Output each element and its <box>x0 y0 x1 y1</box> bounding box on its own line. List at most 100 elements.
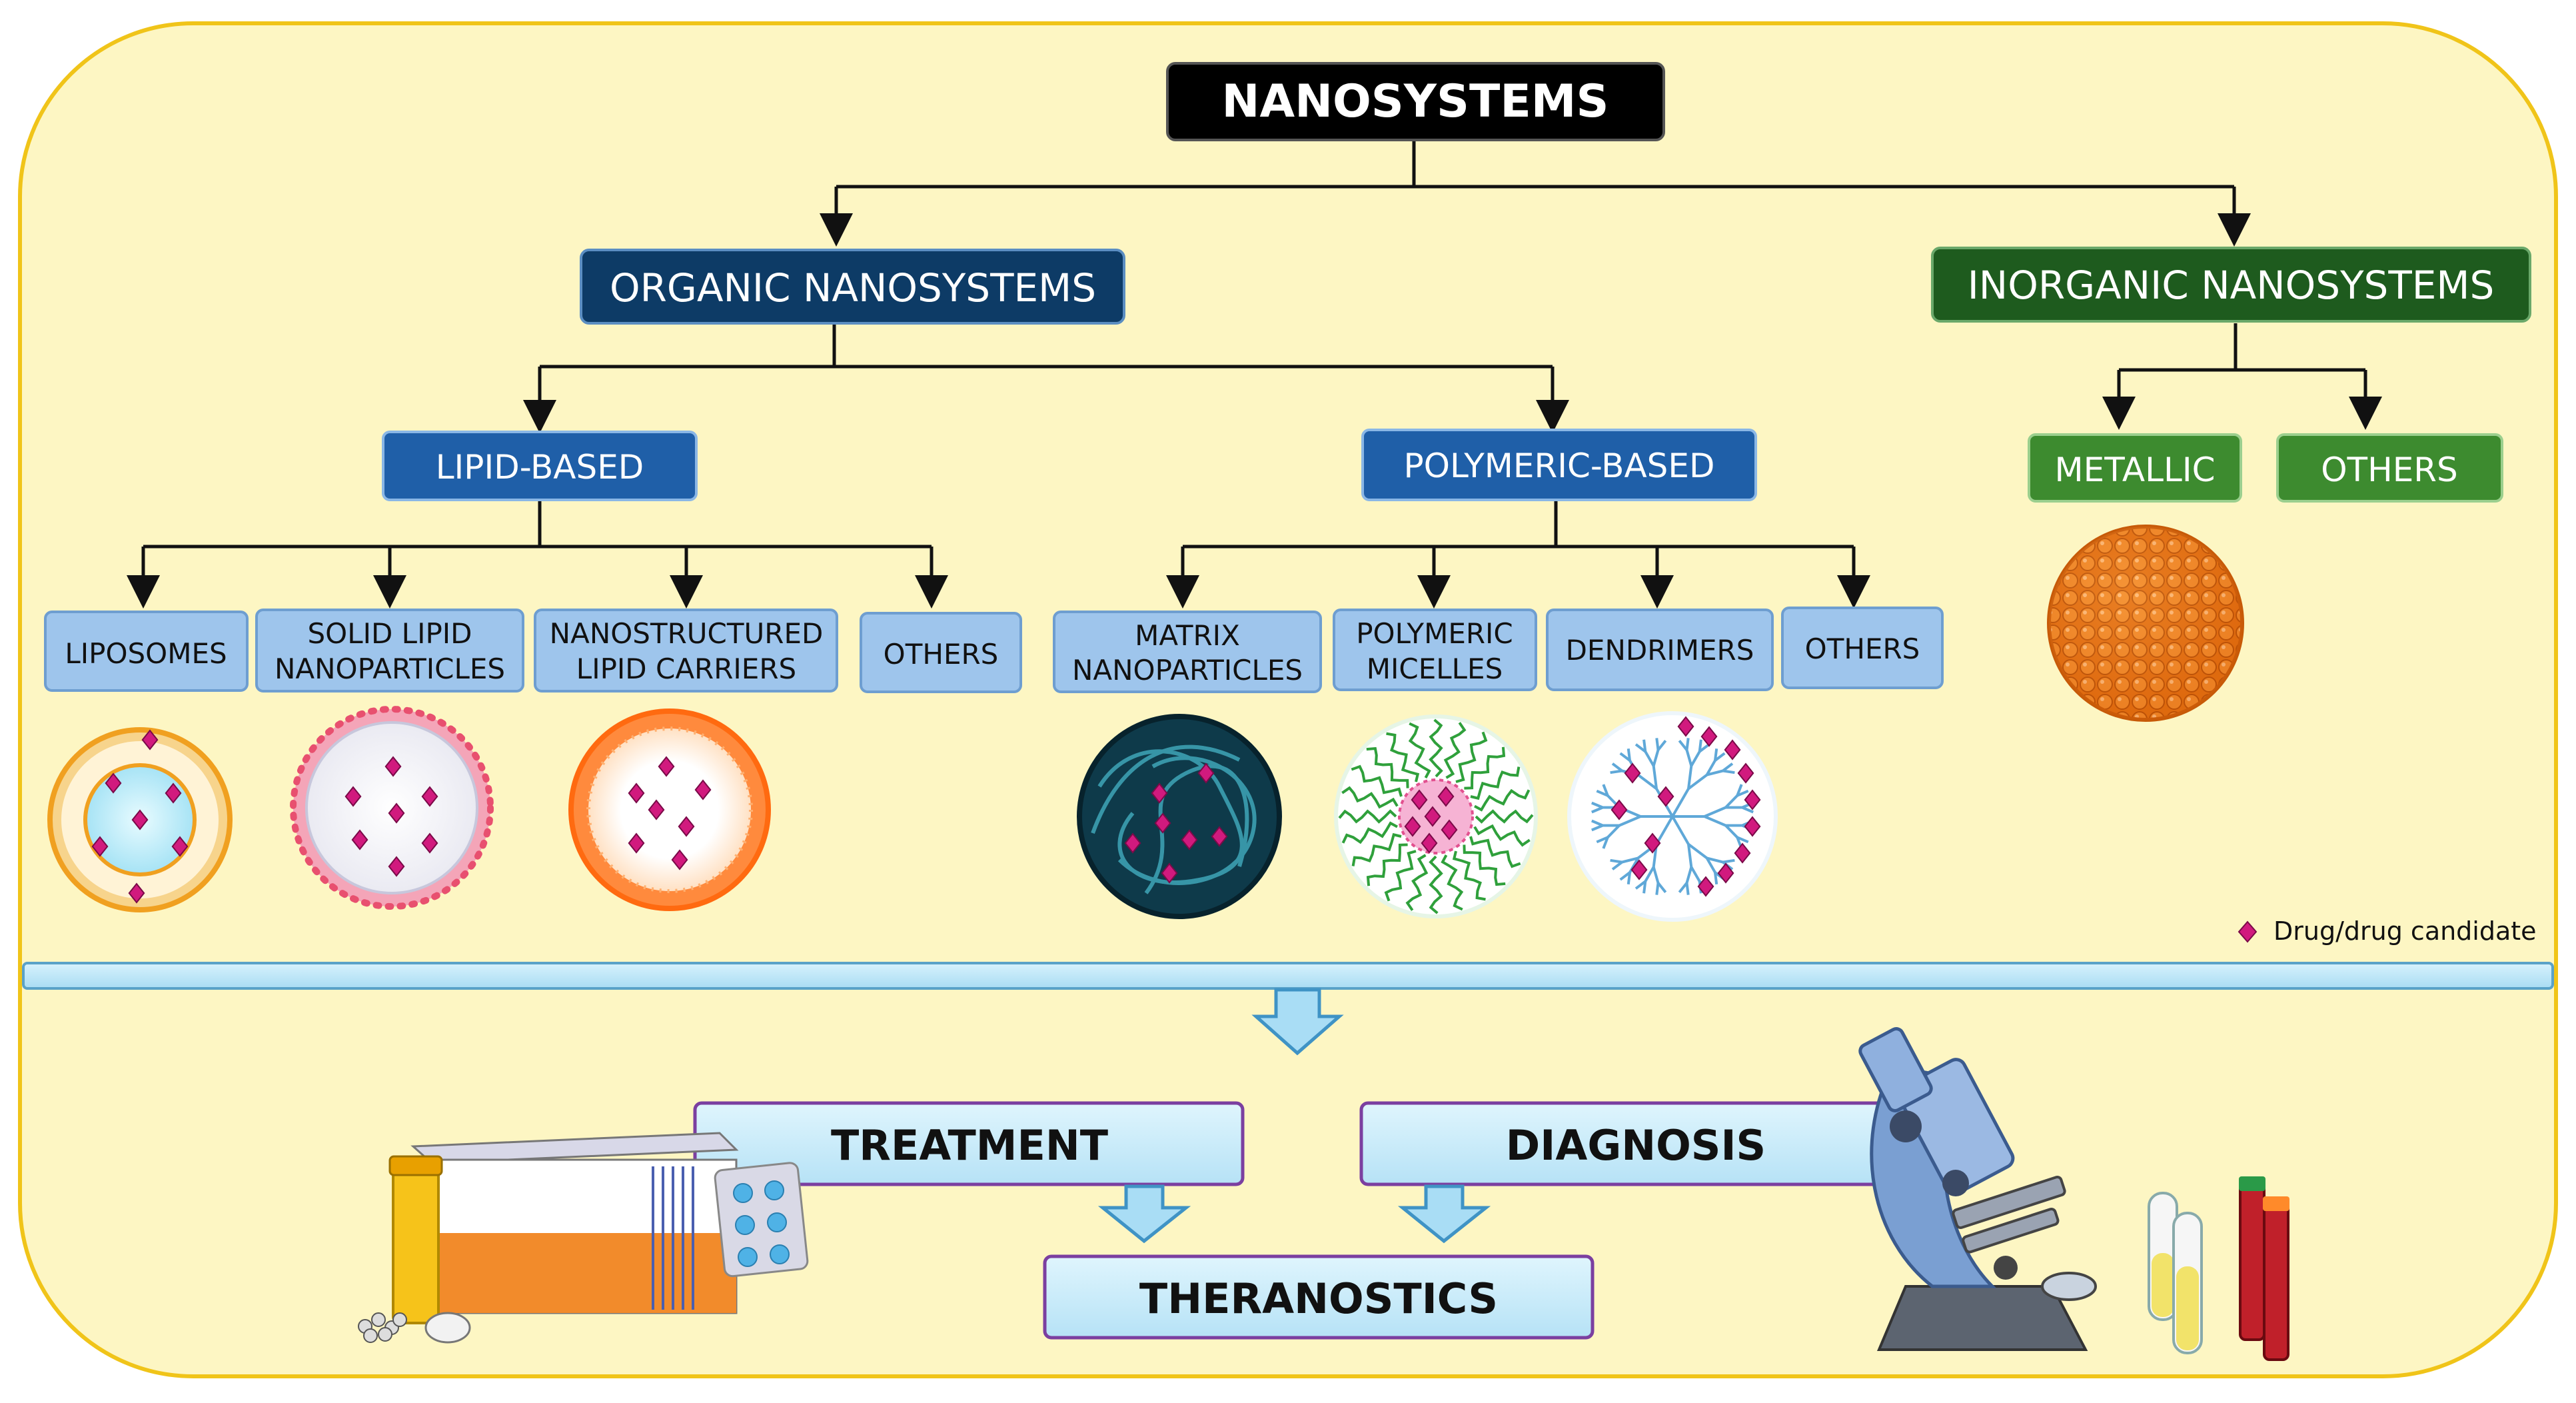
matrix-nanoparticle-illustration <box>1077 714 1282 919</box>
drug-diamond-icon <box>1744 789 1761 810</box>
metallic-node: METALLIC <box>2028 433 2242 503</box>
drug-diamond-icon <box>1737 762 1754 784</box>
treatment-node: TREATMENT <box>693 1101 1245 1186</box>
dendrimers-label: DENDRIMERS <box>1566 634 1754 667</box>
drug-diamond-icon <box>131 809 149 830</box>
legend: Drug/drug candidate <box>2238 916 2537 946</box>
test-tubes-illustration <box>2148 1176 2289 1361</box>
treatment-label: TREATMENT <box>831 1121 1108 1170</box>
polymeric-based-node: POLYMERIC-BASED <box>1361 429 1757 501</box>
lipid-others-node: OTHERS <box>860 612 1022 693</box>
drug-diamond-icon <box>1734 842 1751 864</box>
drug-diamond-icon <box>128 882 145 904</box>
polymeric-micelle-illustration <box>1334 714 1538 918</box>
drug-diamond-icon <box>1700 726 1718 747</box>
drug-diamond-icon <box>384 756 402 777</box>
drug-diamond-icon <box>1441 819 1458 840</box>
drug-diamond-icon <box>1151 782 1168 804</box>
down-arrow-treatment <box>1097 1184 1191 1244</box>
drug-diamond-icon <box>1657 786 1674 807</box>
drug-diamond-icon <box>1677 716 1694 737</box>
down-arrow-main <box>1251 988 1344 1056</box>
drug-diamond-icon <box>421 832 438 854</box>
solid-lipid-nanoparticles-node: SOLID LIPID NANOPARTICLES <box>255 609 524 693</box>
theranostics-label: THERANOSTICS <box>1139 1274 1498 1323</box>
dendrimers-node: DENDRIMERS <box>1546 609 1774 691</box>
drug-diamond-icon <box>1644 832 1661 854</box>
drug-diamond-icon <box>1697 876 1714 897</box>
nanosystems-title: NANOSYSTEMS <box>1222 75 1609 128</box>
drug-diamond-icon <box>1744 816 1761 837</box>
drug-diamond-icon <box>141 729 159 750</box>
drug-diamond-icon <box>105 772 122 794</box>
drug-diamond-icon <box>344 786 362 807</box>
drug-diamond-icon <box>671 849 688 870</box>
liposome-illustration <box>47 727 233 912</box>
divider-bar <box>22 962 2554 990</box>
legend-label: Drug/drug candidate <box>2273 916 2537 946</box>
drug-diamond-icon <box>628 832 645 854</box>
drug-diamond-icon <box>91 836 109 857</box>
inorganic-others-label: OTHERS <box>2321 451 2458 489</box>
drug-diamond-icon <box>1181 829 1198 850</box>
metallic-label: METALLIC <box>2055 451 2216 489</box>
drug-diamond-icon <box>658 756 675 777</box>
polymeric-based-label: POLYMERIC-BASED <box>1404 447 1715 485</box>
dendrimer-illustration <box>1567 711 1778 922</box>
metallic-nanoparticle-illustration <box>2047 525 2244 722</box>
drug-diamond-icon <box>1421 832 1438 854</box>
drug-diamond-icon <box>1161 862 1178 884</box>
matrix-nanoparticles-node: MATRIX NANOPARTICLES <box>1053 611 1322 693</box>
drug-diamond-icon <box>1424 806 1441 827</box>
nlc-label-line2: LIPID CARRIERS <box>576 653 796 685</box>
lipid-based-label: LIPID-BASED <box>436 448 644 487</box>
connector-lines <box>127 140 2382 609</box>
polymeric-others-label: OTHERS <box>1805 633 1920 665</box>
drug-diamond-icon <box>1197 762 1215 784</box>
drug-diamond-icon <box>388 856 405 877</box>
drug-diamond-icon <box>1724 739 1741 760</box>
solid-lipid-nanoparticle-illustration <box>290 706 494 910</box>
micelles-label-line1: POLYMERIC <box>1356 617 1513 650</box>
drug-diamond-icon <box>1211 826 1228 847</box>
inorganic-others-node: OTHERS <box>2276 433 2503 503</box>
medicine-illustration <box>358 1132 809 1344</box>
inorganic-nanosystems-node: INORGANIC NANOSYSTEMS <box>1931 247 2531 323</box>
drug-diamond-icon <box>1624 762 1641 784</box>
drug-diamond-icon <box>1437 786 1455 807</box>
drug-diamond-icon <box>2238 920 2257 943</box>
drug-diamond-icon <box>1717 862 1734 884</box>
micelles-label-line2: MICELLES <box>1367 653 1503 685</box>
drug-diamond-icon <box>171 836 189 857</box>
organic-nanosystems-label: ORGANIC NANOSYSTEMS <box>610 265 1096 311</box>
polymeric-others-node: OTHERS <box>1781 607 1944 689</box>
background-panel <box>18 21 2558 1378</box>
drug-diamond-icon <box>351 829 368 850</box>
drug-diamond-icon <box>165 782 182 804</box>
nanostructured-lipid-carriers-node: NANOSTRUCTURED LIPID CARRIERS <box>534 609 838 693</box>
organic-nanosystems-node: ORGANIC NANOSYSTEMS <box>580 249 1125 325</box>
drug-diamond-icon <box>421 786 438 807</box>
nlc-illustration <box>568 708 771 911</box>
drug-diamond-icon <box>694 779 712 800</box>
inorganic-nanosystems-label: INORGANIC NANOSYSTEMS <box>1968 263 2495 308</box>
liposomes-label: LIPOSOMES <box>65 637 227 670</box>
lipid-based-node: LIPID-BASED <box>382 431 698 501</box>
drug-diamond-icon <box>1411 789 1428 810</box>
drug-diamond-icon <box>648 799 665 820</box>
down-arrow-diagnosis <box>1397 1184 1491 1244</box>
solid-lipid-label-line2: NANOPARTICLES <box>275 653 505 685</box>
diagnosis-node: DIAGNOSIS <box>1359 1101 1911 1186</box>
matrix-label-line1: MATRIX <box>1135 619 1240 652</box>
nlc-label-line1: NANOSTRUCTURED <box>550 617 824 650</box>
drug-diamond-icon <box>628 782 645 804</box>
drug-diamond-icon <box>1404 816 1421 837</box>
drug-diamond-icon <box>1154 812 1171 834</box>
theranostics-node: THERANOSTICS <box>1043 1254 1595 1340</box>
solid-lipid-label-line1: SOLID LIPID <box>307 617 472 650</box>
drug-diamond-icon <box>388 802 405 824</box>
drug-diamond-icon <box>1610 799 1628 820</box>
nanosystems-node: NANOSYSTEMS <box>1166 62 1665 141</box>
matrix-label-line2: NANOPARTICLES <box>1072 654 1303 687</box>
